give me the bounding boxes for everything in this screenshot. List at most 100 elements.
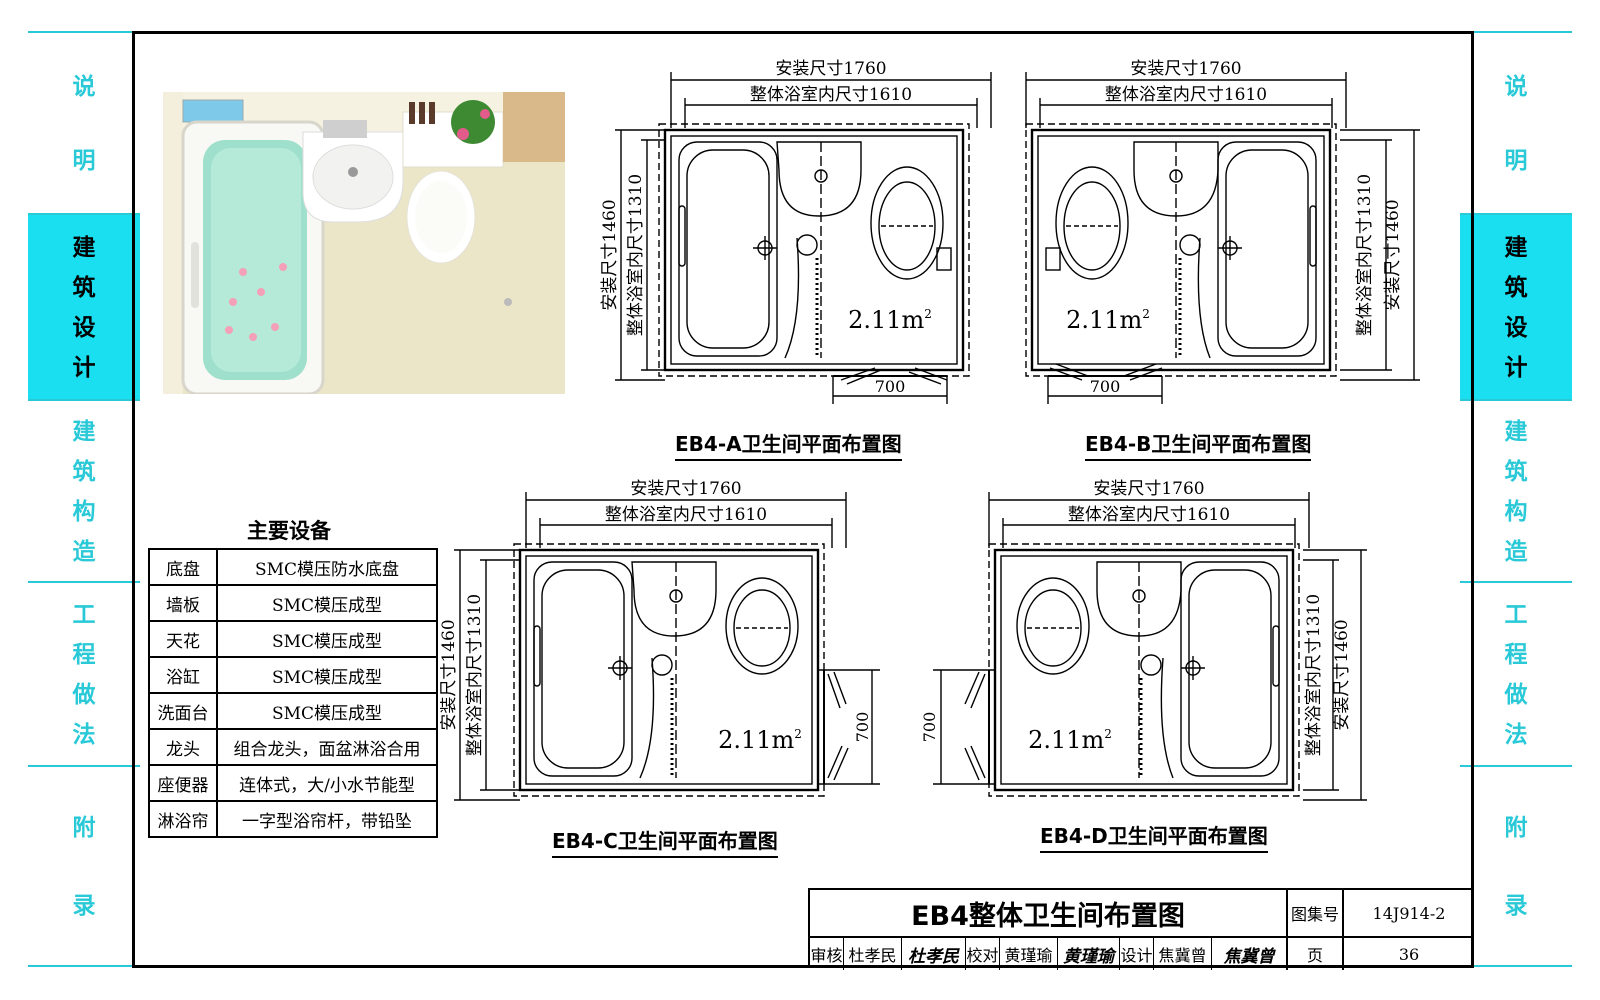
nav-char: 明 <box>72 148 96 174</box>
designer-name: 焦冀曾 <box>1154 938 1212 970</box>
checker-signature: 黄瑾瑜 <box>1058 938 1120 970</box>
equipment-spec: SMC模压成型 <box>216 620 438 658</box>
dim-install-depth: 安装尺寸1460 <box>1383 199 1403 310</box>
nav-char: 建 <box>1504 235 1528 261</box>
equipment-item: 淋浴帘 <box>148 800 218 838</box>
nav-char: 建 <box>72 419 96 445</box>
nav-char: 明 <box>1504 148 1528 174</box>
plan-title-d: EB4-D卫生间平面布置图 <box>1040 820 1268 853</box>
equipment-item: 底盘 <box>148 548 218 586</box>
designer-signature: 焦冀曾 <box>1212 938 1288 970</box>
equipment-title: 主要设备 <box>247 518 331 543</box>
area-label: 2.11m2 <box>848 306 932 334</box>
dim-install-width: 安装尺寸1760 <box>1093 479 1204 499</box>
nav-char: 附 <box>72 815 96 841</box>
nav-char: 录 <box>1504 893 1528 919</box>
review-label: 审核 <box>810 938 844 970</box>
nav-char: 构 <box>1504 499 1528 525</box>
drawing-title: EB4整体卫生间布置图 <box>810 890 1288 938</box>
drawing-frame <box>132 31 1474 968</box>
side-nav-left: 说 明 建 筑 设 计 建 筑 构 造 工 程 做 法 附 录 <box>0 0 140 1000</box>
dim-inner-width: 整体浴室内尺寸1610 <box>750 85 912 105</box>
nav-section-jianzhugouzao[interactable]: 建 筑 构 造 <box>1460 399 1572 583</box>
dim-install-depth: 安装尺寸1460 <box>1332 619 1352 730</box>
equipment-item: 洗面台 <box>148 692 218 730</box>
dim-install-depth: 安装尺寸1460 <box>440 619 459 730</box>
nav-section-fulu[interactable]: 附 录 <box>1460 765 1572 967</box>
checker-name: 黄瑾瑜 <box>1000 938 1058 970</box>
table-row: 淋浴帘一字型浴帘杆，带铅坠 <box>148 800 438 838</box>
nav-section-jianzhusheji[interactable]: 建 筑 设 计 <box>28 213 140 401</box>
bathroom-photo-illustration <box>163 92 565 394</box>
table-row: 龙头组合龙头，面盆淋浴合用 <box>148 728 438 766</box>
dim-install-width: 安装尺寸1760 <box>775 59 886 79</box>
equipment-item: 浴缸 <box>148 656 218 694</box>
dim-inner-depth: 整体浴室内尺寸1310 <box>626 174 646 336</box>
nav-char: 建 <box>72 235 96 261</box>
dim-inner-depth: 整体浴室内尺寸1310 <box>1355 174 1375 336</box>
nav-char: 程 <box>1504 642 1528 668</box>
equipment-item: 墙板 <box>148 584 218 622</box>
check-label: 校对 <box>966 938 1000 970</box>
nav-char: 程 <box>72 642 96 668</box>
nav-char: 工 <box>72 602 96 628</box>
nav-char: 做 <box>72 682 96 708</box>
nav-section-gongchengzuofa[interactable]: 工 程 做 法 <box>1460 581 1572 767</box>
nav-divider <box>1460 965 1572 967</box>
nav-char: 筑 <box>72 275 96 301</box>
equipment-spec: SMC模压成型 <box>216 656 438 694</box>
dim-inner-width: 整体浴室内尺寸1610 <box>605 505 767 525</box>
dim-door-width: 700 <box>875 377 906 396</box>
plan-title-b: EB4-B卫生间平面布置图 <box>1085 428 1312 461</box>
nav-char: 筑 <box>1504 275 1528 301</box>
nav-char: 设 <box>72 315 96 341</box>
plan-eb4-a: 安装尺寸1760 整体浴室内尺寸1610 安装尺寸1460 整体浴室内尺寸131… <box>585 58 1015 428</box>
dim-inner-width: 整体浴室内尺寸1610 <box>1068 505 1230 525</box>
nav-char: 录 <box>72 893 96 919</box>
dim-install-width: 安装尺寸1760 <box>1130 59 1241 79</box>
nav-section-jianzhugouzao[interactable]: 建 筑 构 造 <box>28 399 140 583</box>
nav-section-shuoming[interactable]: 说 明 <box>28 31 140 215</box>
nav-section-jianzhusheji[interactable]: 建 筑 设 计 <box>1460 213 1572 401</box>
nav-char: 做 <box>1504 682 1528 708</box>
page-label: 页 <box>1288 938 1344 970</box>
equipment-item: 天花 <box>148 620 218 658</box>
area-label: 2.11m2 <box>718 726 802 754</box>
nav-char: 筑 <box>72 459 96 485</box>
equipment-spec: 组合龙头，面盆淋浴合用 <box>216 728 438 766</box>
dim-install-depth: 安装尺寸1460 <box>600 199 620 310</box>
nav-char: 说 <box>72 74 96 100</box>
nav-char: 法 <box>1504 722 1528 748</box>
nav-char: 造 <box>1504 539 1528 565</box>
equipment-spec: 一字型浴帘杆，带铅坠 <box>216 800 438 838</box>
nav-section-gongchengzuofa[interactable]: 工 程 做 法 <box>28 581 140 767</box>
dim-install-width: 安装尺寸1760 <box>630 479 741 499</box>
equipment-item: 龙头 <box>148 728 218 766</box>
nav-char: 造 <box>72 539 96 565</box>
design-label: 设计 <box>1120 938 1154 970</box>
equipment-spec: SMC模压成型 <box>216 584 438 622</box>
title-block: EB4整体卫生间布置图 图集号 14J914-2 审核 杜孝民 杜孝民 校对 黄… <box>808 888 1474 970</box>
nav-char: 说 <box>1504 74 1528 100</box>
nav-char: 筑 <box>1504 459 1528 485</box>
plan-title-c: EB4-C卫生间平面布置图 <box>552 825 778 858</box>
atlas-number: 14J914-2 <box>1344 890 1474 938</box>
plan-eb4-b: 安装尺寸1760 整体浴室内尺寸1610 安装尺寸1460 整体浴室内尺寸131… <box>1020 58 1450 428</box>
nav-section-fulu[interactable]: 附 录 <box>28 765 140 967</box>
side-nav-right: 说 明 建 筑 设 计 建 筑 构 造 工 程 做 法 附 录 <box>1460 0 1600 1000</box>
plan-title-a: EB4-A卫生间平面布置图 <box>675 428 902 461</box>
equipment-spec: SMC模压成型 <box>216 692 438 730</box>
atlas-label: 图集号 <box>1288 890 1344 938</box>
reviewer-signature: 杜孝民 <box>902 938 966 970</box>
table-row: 座便器连体式，大/小水节能型 <box>148 764 438 802</box>
nav-char: 建 <box>1504 419 1528 445</box>
nav-char: 计 <box>1504 355 1528 381</box>
nav-section-shuoming[interactable]: 说 明 <box>1460 31 1572 215</box>
area-label: 2.11m2 <box>1028 726 1112 754</box>
bathroom-photo <box>163 92 565 394</box>
